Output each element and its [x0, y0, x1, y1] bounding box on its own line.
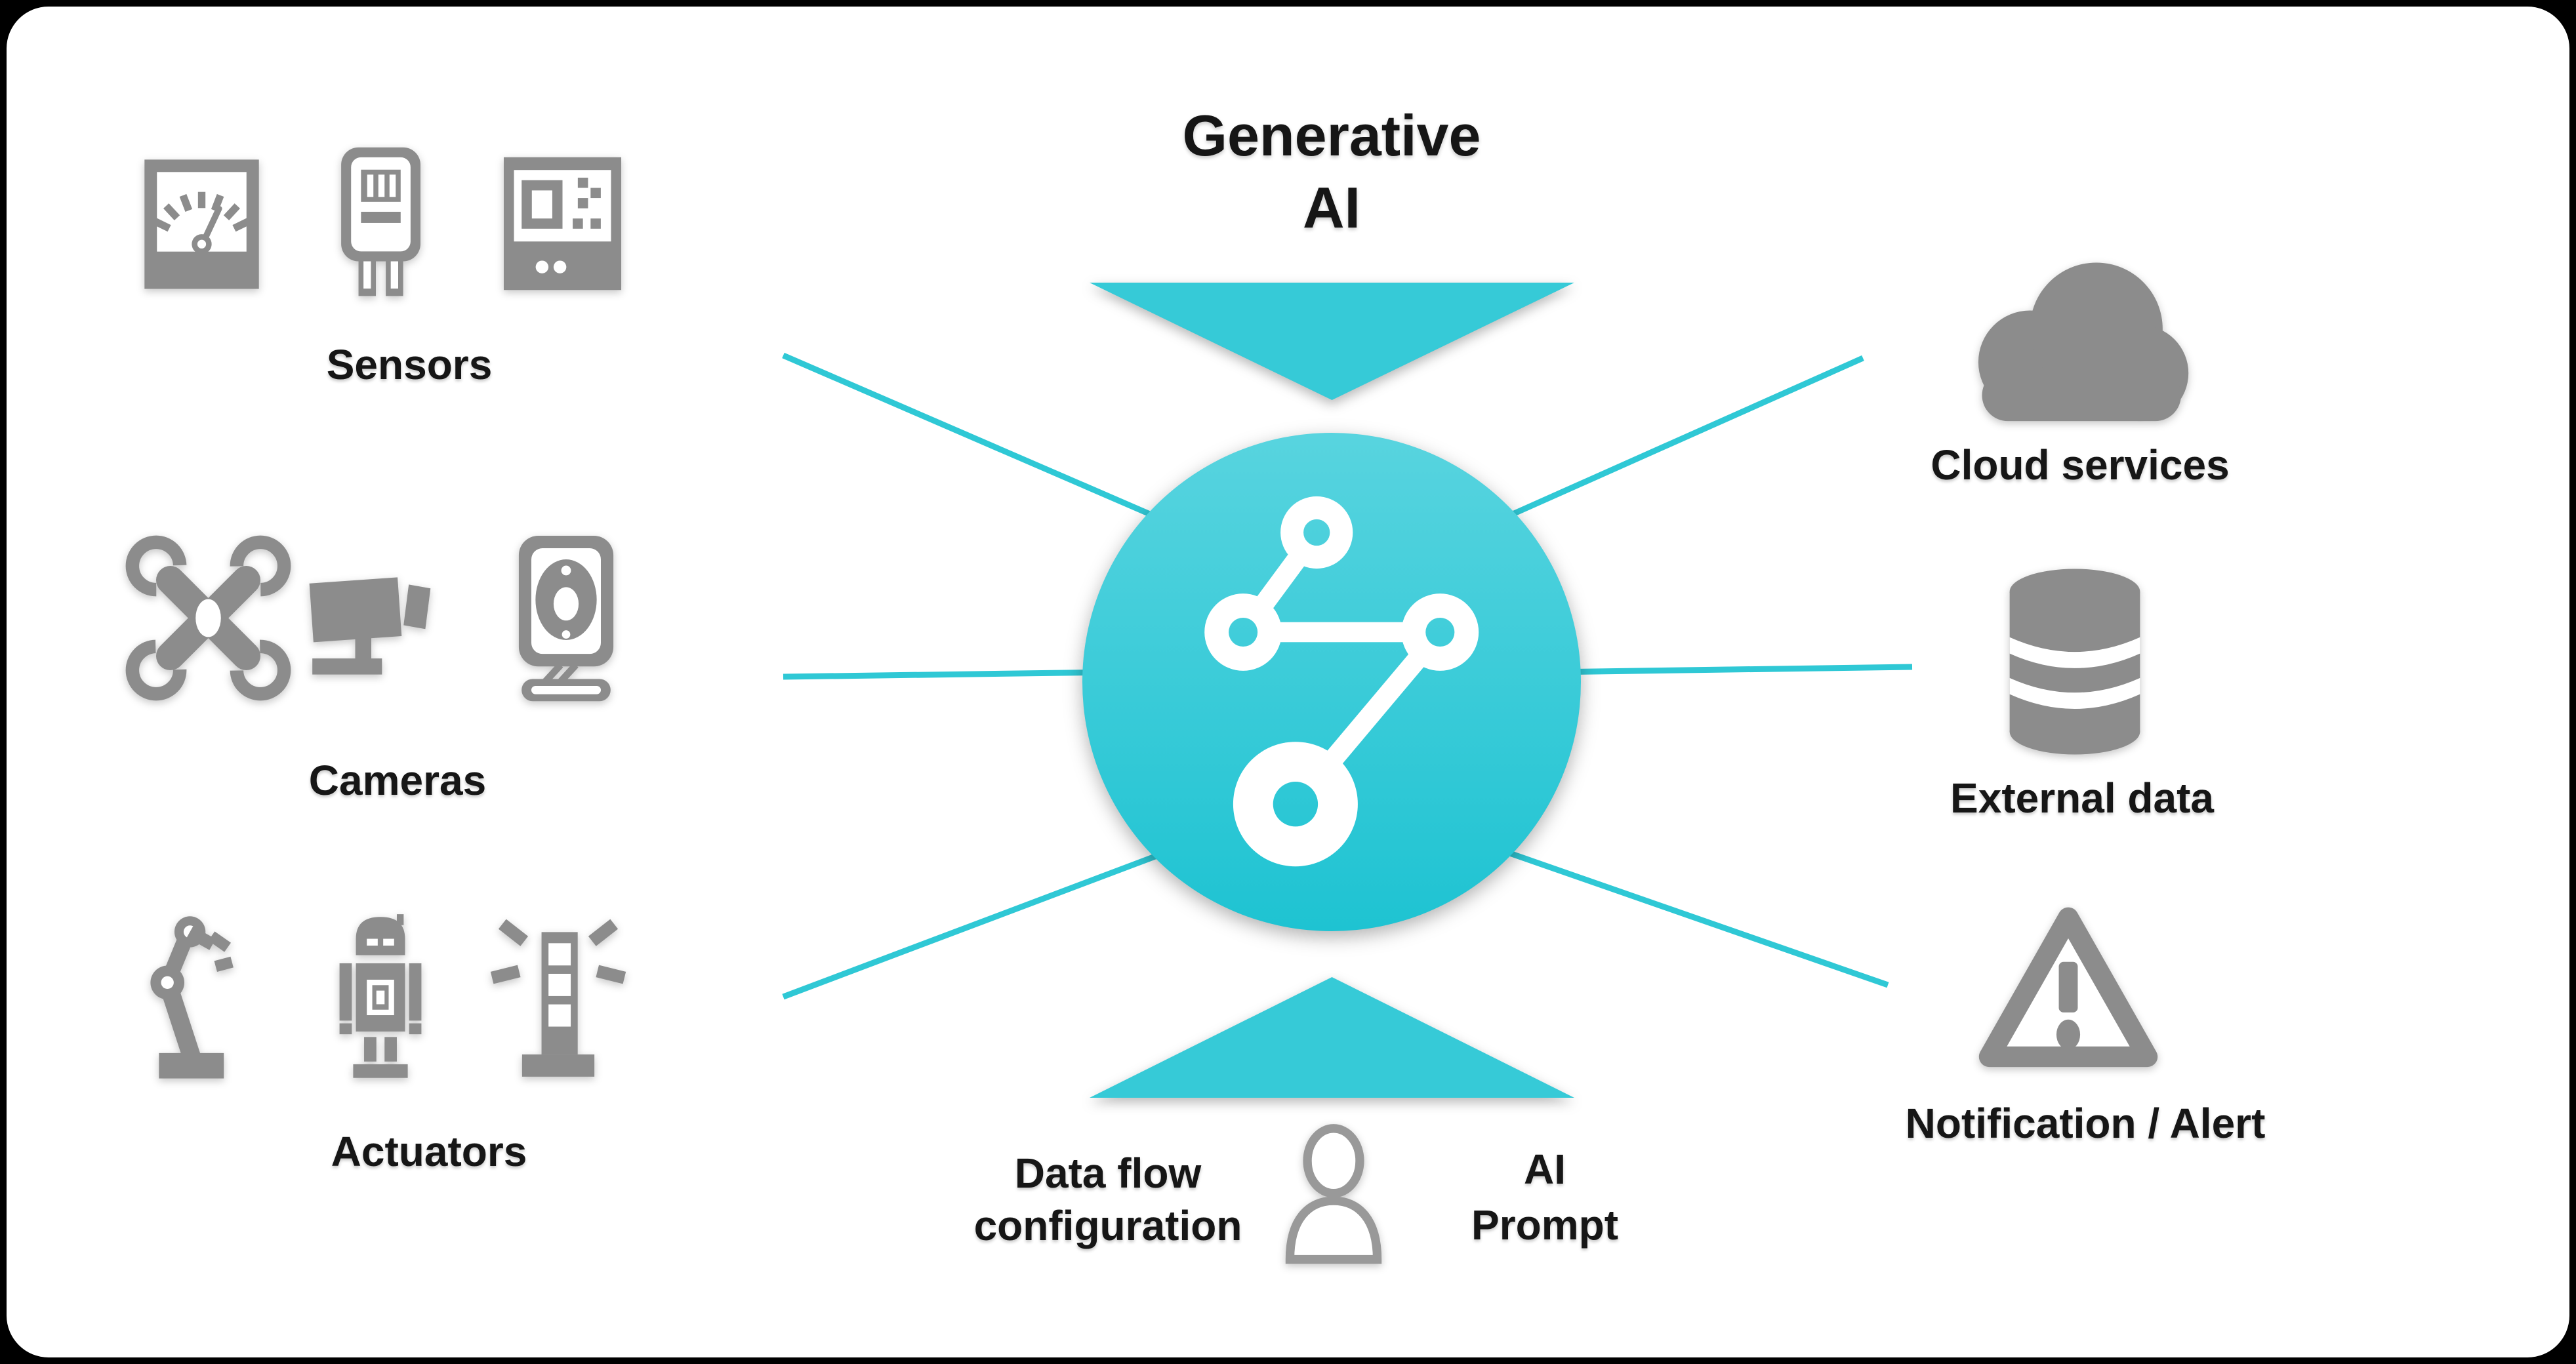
- notification-alert-label: Notification / Alert: [1905, 1100, 2266, 1147]
- meter-probe-icon: [331, 144, 443, 300]
- data-flow-hub-icon: [1082, 433, 1581, 931]
- triangle-up-shape: [1090, 977, 1574, 1098]
- cloud-services-label: Cloud services: [1931, 441, 2230, 489]
- webcam-icon: [497, 521, 636, 713]
- drone-icon: [121, 525, 295, 712]
- warning-triangle-icon: [1970, 905, 2167, 1082]
- ai-prompt-label: AI Prompt: [1381, 1142, 1709, 1253]
- database-icon: [1992, 564, 2157, 759]
- gauge-icon: [134, 152, 269, 295]
- person-icon: [1257, 1113, 1410, 1266]
- bottom-triangle: [1090, 977, 1574, 1098]
- control-panel-icon: [495, 152, 630, 295]
- top-triangle: [1090, 283, 1574, 400]
- cctv-camera-icon: [307, 548, 468, 700]
- data-flow-configuration-label: Data flow configuration: [878, 1147, 1338, 1252]
- title-line-2: AI: [1303, 175, 1360, 240]
- data-flow-label-line-1: Data flow: [1014, 1150, 1202, 1197]
- connector-line-mid-left: [783, 669, 1116, 680]
- data-flow-label-line-2: configuration: [973, 1202, 1242, 1249]
- page-title: Generative AI: [1036, 100, 1627, 244]
- external-data-label: External data: [1950, 774, 2214, 822]
- cameras-label: Cameras: [308, 757, 487, 804]
- triangle-down-shape: [1090, 283, 1574, 400]
- robot-arm-icon: [128, 910, 269, 1086]
- title-line-1: Generative: [1182, 103, 1481, 168]
- sensors-label: Sensors: [326, 341, 493, 388]
- ai-prompt-label-line-1: AI: [1524, 1146, 1566, 1193]
- ai-prompt-label-line-2: Prompt: [1471, 1201, 1618, 1249]
- connector-line-mid-right: [1547, 664, 1913, 675]
- signal-tower-icon: [489, 909, 628, 1086]
- cloud-icon: [1943, 248, 2205, 441]
- actuators-label: Actuators: [331, 1128, 527, 1175]
- robot-icon: [312, 906, 449, 1089]
